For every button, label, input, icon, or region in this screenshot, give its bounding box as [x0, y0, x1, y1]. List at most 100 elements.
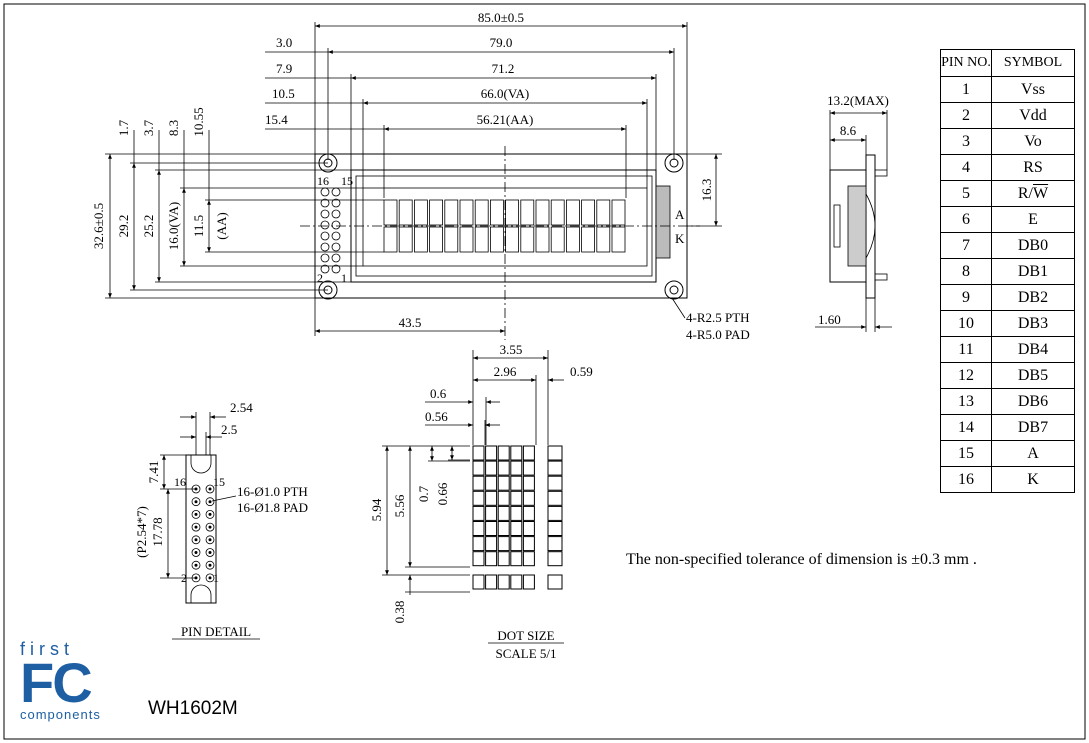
table-row: 14 DB7 [940, 414, 1075, 441]
pin-symbol: Vss [991, 76, 1075, 103]
label-k: K [675, 231, 685, 246]
dim-aa-width: 56.21(AA) [477, 112, 534, 127]
pin-symbol-text: E [1028, 210, 1038, 228]
dim-pcb-hole-span: 79.0 [490, 35, 513, 50]
detail-hole-note-1: 16-Ø1.0 PTH [237, 484, 308, 499]
pin-number: 13 [940, 388, 992, 415]
side-view: 13.2(MAX) 8.6 1.60 [815, 93, 892, 332]
pin-symbol: A [991, 440, 1075, 467]
pin-number: 2 [940, 102, 992, 129]
table-row: 8 DB1 [940, 258, 1075, 285]
logo-components: components [20, 707, 101, 722]
main-pin-1: 1 [341, 271, 347, 285]
pin-symbol: RS [991, 154, 1075, 181]
dim-2-96: 2.96 [494, 364, 517, 379]
dim-bottom: 43.5 [399, 315, 422, 330]
hole-note-2: 4-R5.0 PAD [686, 327, 750, 342]
detail-pin-2: 2 [181, 571, 187, 585]
dim-0-6: 0.6 [430, 386, 447, 401]
pin-symbol: K [991, 466, 1075, 493]
connector-pins [320, 187, 341, 274]
label-a: A [675, 207, 685, 222]
pin-symbol: DB3 [991, 310, 1075, 337]
pin-symbol: E [991, 206, 1075, 233]
pin-symbol: DB1 [991, 258, 1075, 285]
detail-pin-15: 15 [213, 475, 225, 489]
dim-aa-height: 11.5 [191, 215, 206, 237]
dim-0-38: 0.38 [392, 601, 407, 624]
pin-symbol-text: DB0 [1017, 236, 1049, 254]
pin-symbol: DB2 [991, 284, 1075, 311]
table-row: 3 Vo [940, 128, 1075, 155]
dim-bezel: 71.2 [492, 61, 515, 76]
pin-symbol: DB4 [991, 336, 1075, 363]
detail-pin-1: 1 [213, 571, 219, 585]
pin-symbol-text: DB3 [1017, 314, 1049, 332]
pin-number: 6 [940, 206, 992, 233]
pin-symbol: DB0 [991, 232, 1075, 259]
pin-symbol-text: DB2 [1017, 288, 1049, 306]
col-header-pin-no: PIN NO. [940, 49, 992, 77]
dim-max: 13.2(MAX) [827, 93, 889, 108]
dim-left-offset-1: 3.0 [276, 35, 292, 50]
dot-size-scale: SCALE 5/1 [495, 646, 556, 661]
dim-right-height: 16.3 [699, 179, 714, 202]
table-row: 1 Vss [940, 76, 1075, 103]
dim-top-offset-1: 1.7 [116, 119, 131, 136]
dim-1-60: 1.60 [818, 312, 841, 327]
dim-top-offset-2: 3.7 [141, 119, 156, 136]
dim-0-59: 0.59 [570, 364, 593, 379]
detail-pin-16: 16 [174, 475, 186, 489]
company-logo: first FC components [20, 640, 120, 722]
pin-symbol-overline: W [1033, 184, 1049, 202]
dim-0-7: 0.7 [416, 485, 431, 502]
pin-number: 9 [940, 284, 992, 311]
pin-number: 10 [940, 310, 992, 337]
logo-first: first [20, 639, 74, 659]
pin-symbol: DB6 [991, 388, 1075, 415]
dim-va-width: 66.0(VA) [481, 86, 530, 101]
pin-symbol: R/W [991, 180, 1075, 207]
dim-2-54: 2.54 [230, 400, 253, 415]
pin-number: 14 [940, 414, 992, 441]
dim-top-offset-3: 8.3 [166, 120, 181, 136]
dim-left-offset-3: 10.5 [272, 86, 295, 101]
pin-detail: 2.54 2.5 7.41 (P2.54*7) 17.78 16 15 2 1 … [134, 400, 308, 640]
dim-overall-width: 85.0±0.5 [478, 10, 524, 25]
dim-7-41: 7.41 [146, 461, 161, 484]
pin-symbol-text: Vo [1024, 132, 1042, 150]
pin-symbol-text: Vdd [1019, 106, 1047, 124]
pin-symbol-text: DB6 [1017, 392, 1049, 410]
pin-number: 3 [940, 128, 992, 155]
pin-number: 4 [940, 154, 992, 181]
pin-symbol-text: K [1027, 470, 1039, 488]
hole-note-1: 4-R2.5 PTH [686, 310, 750, 325]
pin-symbol-text: DB1 [1017, 262, 1049, 280]
logo-fc: FC [20, 651, 93, 714]
table-row: 13 DB6 [940, 388, 1075, 415]
pin-number: 1 [940, 76, 992, 103]
dim-top-offset-4: 10.55 [191, 107, 206, 136]
dim-left-offset-2: 7.9 [276, 61, 292, 76]
pin-number: 12 [940, 362, 992, 389]
pin-number: 8 [940, 258, 992, 285]
dim-aa-label: (AA) [214, 212, 229, 239]
dim-bezel-height: 25.2 [141, 215, 156, 238]
pin-symbol-text: DB7 [1017, 418, 1049, 436]
pin-symbol: DB5 [991, 362, 1075, 389]
dim-va-height: 16.0(VA) [166, 202, 181, 251]
table-row: 2 Vdd [940, 102, 1075, 129]
main-pin-2: 2 [317, 271, 323, 285]
character-cells [383, 199, 626, 253]
dot-size-title: DOT SIZE [497, 628, 554, 643]
table-row: 10 DB3 [940, 310, 1075, 337]
pin-number: 16 [940, 466, 992, 493]
detail-hole-note-2: 16-Ø1.8 PAD [237, 500, 308, 515]
pin-symbol-text: Vss [1020, 80, 1045, 98]
